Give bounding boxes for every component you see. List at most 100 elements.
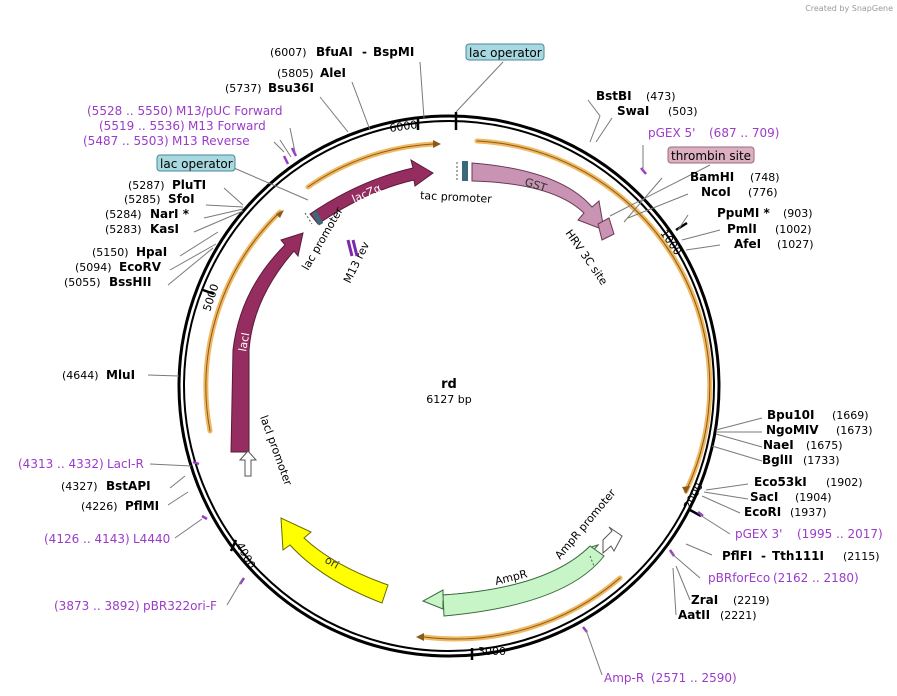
site-bstapi[interactable]: (4327) BstAPI <box>61 479 151 493</box>
site-pluti[interactable]: (5287) PluTI <box>128 178 206 192</box>
primer-l4440[interactable]: (4126 .. 4143) L4440 <box>44 532 170 546</box>
site-nari[interactable]: (5284) NarI * <box>105 207 190 221</box>
primer-marks <box>192 147 704 633</box>
tac-promoter-marker[interactable] <box>456 161 468 181</box>
tac-promoter-label: tac promoter <box>420 189 493 206</box>
m13-rev-label: M13 rev <box>341 239 372 285</box>
svg-text:Bsu36I: Bsu36I <box>268 81 314 95</box>
laci-feature[interactable] <box>230 232 304 453</box>
primer-m13-puc-forward[interactable]: (5528 .. 5550) M13/pUC Forward <box>87 104 283 118</box>
svg-text:AfeI: AfeI <box>734 237 761 251</box>
svg-text:(5487 .. 5503): (5487 .. 5503) <box>83 134 169 148</box>
svg-text:ZraI: ZraI <box>691 593 718 607</box>
ampr-promoter-arrow[interactable] <box>602 526 623 555</box>
site-sfoi[interactable]: (5285) SfoI <box>124 192 195 206</box>
svg-text:(1904): (1904) <box>795 491 832 504</box>
primer-pbrforeco[interactable]: pBRforEco (2162 .. 2180) <box>708 571 859 585</box>
tick-label-6000: 6000 <box>389 118 419 135</box>
laczalpha-feature[interactable] <box>309 158 434 225</box>
svg-text:(1669): (1669) <box>832 409 869 422</box>
site-bpu10i[interactable]: Bpu10I (1669) <box>767 408 869 422</box>
site-ecorv[interactable]: (5094) EcoRV <box>75 260 162 274</box>
primer-pgex-5[interactable]: pGEX 5' (687 .. 709) <box>648 126 779 140</box>
site-pmli[interactable]: PmlI (1002) <box>727 222 812 236</box>
site-bglii[interactable]: BglII (1733) <box>762 453 840 467</box>
svg-text:NarI *: NarI * <box>150 207 190 221</box>
svg-text:SacI: SacI <box>750 490 778 504</box>
site-zrai[interactable]: ZraI (2219) <box>691 593 770 607</box>
svg-text:(4327): (4327) <box>61 480 98 493</box>
svg-text:(1675): (1675) <box>806 439 843 452</box>
site-ngomiv[interactable]: NgoMIV (1673) <box>766 423 873 437</box>
svg-text:BfuAI: BfuAI <box>316 45 353 59</box>
svg-text:NgoMIV: NgoMIV <box>766 423 819 437</box>
primer-laci-r[interactable]: (4313 .. 4332) LacI-R <box>18 457 144 471</box>
primer-amp-r[interactable]: Amp-R (2571 .. 2590) <box>604 671 737 685</box>
svg-text:(1002): (1002) <box>775 223 812 236</box>
primer-pbr322ori-f[interactable]: (3873 .. 3892) pBR322ori-F <box>54 599 217 613</box>
site-bstbi[interactable]: BstBI (473) <box>596 89 676 103</box>
site-ncoi[interactable]: NcoI (776) <box>701 185 778 199</box>
site-ppumi[interactable]: PpuMI * (903) <box>717 206 813 220</box>
primer-m13-forward[interactable]: (5519 .. 5536) M13 Forward <box>99 119 266 133</box>
snapgene-watermark: Created by SnapGene <box>805 4 893 13</box>
plasmid-length: 6127 bp <box>426 393 471 406</box>
site-eco53ki[interactable]: Eco53kI (1902) <box>754 475 863 489</box>
site-bamhi[interactable]: BamHI (748) <box>690 170 780 184</box>
svg-text:M13 Forward: M13 Forward <box>188 119 266 133</box>
svg-text:pGEX 5': pGEX 5' <box>648 126 695 140</box>
svg-text:BstAPI: BstAPI <box>106 479 151 493</box>
svg-text:HpaI: HpaI <box>136 245 167 259</box>
svg-text:(473): (473) <box>646 90 676 103</box>
site-naei[interactable]: NaeI (1675) <box>763 438 843 452</box>
svg-text:Eco53kI: Eco53kI <box>754 475 807 489</box>
svg-text:LacI-R: LacI-R <box>107 457 144 471</box>
laci-promoter-arrow[interactable] <box>238 450 258 477</box>
backbone-outer <box>177 114 721 658</box>
svg-text:pBR322ori-F: pBR322ori-F <box>143 599 217 613</box>
m13-rev-marker[interactable] <box>346 239 359 257</box>
site-pflmi[interactable]: (4226) PflMI <box>81 499 159 513</box>
site-pflfi[interactable]: PflFI - Tth111I (2115) <box>722 549 880 563</box>
svg-text:PflFI: PflFI <box>722 549 752 563</box>
laci-promoter-label: lacI promoter <box>257 414 295 488</box>
site-mlui[interactable]: (4644) MluI <box>62 368 135 382</box>
site-alei[interactable]: (5805) AleI <box>277 66 346 80</box>
site-kasi[interactable]: (5283) KasI <box>105 222 179 236</box>
lac-operator-left-box[interactable]: lac operator <box>156 154 236 172</box>
site-saci[interactable]: SacI (1904) <box>750 490 832 504</box>
svg-text:(2221): (2221) <box>720 609 757 622</box>
site-bsshii[interactable]: (5055) BssHII <box>64 275 151 289</box>
site-hpai[interactable]: (5150) HpaI <box>92 245 167 259</box>
svg-text:(1902): (1902) <box>826 476 863 489</box>
site-bfuai[interactable]: (6007) BfuAI - BspMI <box>270 45 414 59</box>
laci-label: lacI <box>236 331 252 352</box>
primer-m13-reverse[interactable]: (5487 .. 5503) M13 Reverse <box>83 134 250 148</box>
svg-text:BssHII: BssHII <box>109 275 151 289</box>
primer-pgex-3[interactable]: pGEX 3' (1995 .. 2017) <box>735 527 883 541</box>
gst-feature[interactable] <box>471 162 605 231</box>
thrombin-site-box[interactable]: thrombin site <box>667 146 755 164</box>
svg-text:Tth111I: Tth111I <box>772 549 824 563</box>
site-aatii[interactable]: AatII (2221) <box>678 608 757 622</box>
svg-text:-: - <box>761 549 766 563</box>
svg-text:Bpu10I: Bpu10I <box>767 408 814 422</box>
lac-promoter-marker[interactable] <box>304 210 324 226</box>
site-afei[interactable]: AfeI (1027) <box>734 237 814 251</box>
site-bsu36i[interactable]: (5737) Bsu36I <box>225 81 314 95</box>
lac-operator-top-box[interactable]: lac operator <box>465 43 545 61</box>
svg-text:(1673): (1673) <box>836 424 873 437</box>
svg-text:PflMI: PflMI <box>125 499 159 513</box>
svg-text:(1027): (1027) <box>777 238 814 251</box>
orf-arcs <box>203 138 713 642</box>
hrv-site-feature[interactable] <box>597 217 615 241</box>
ori-feature[interactable] <box>280 517 389 604</box>
svg-text:MluI: MluI <box>106 368 135 382</box>
svg-text:(4313 .. 4332): (4313 .. 4332) <box>18 457 104 471</box>
svg-text:lac operator: lac operator <box>469 46 542 60</box>
site-ecori[interactable]: EcoRI (1937) <box>744 505 827 519</box>
svg-text:NaeI: NaeI <box>763 438 794 452</box>
svg-text:lac operator: lac operator <box>160 157 233 171</box>
svg-text:(5805): (5805) <box>277 67 314 80</box>
site-swai[interactable]: SwaI (503) <box>617 104 698 118</box>
